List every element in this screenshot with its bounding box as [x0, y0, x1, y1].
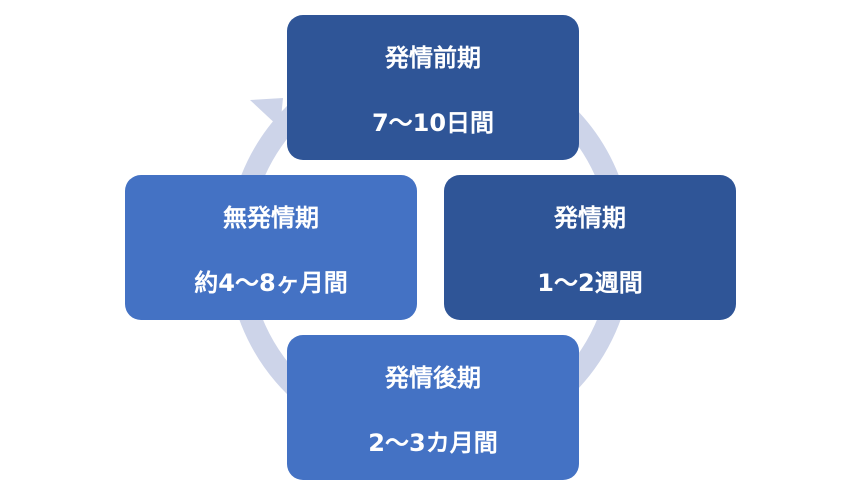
phase-title: 発情前期: [385, 43, 481, 72]
phase-duration: 2～3カ月間: [368, 428, 498, 457]
phase-title: 発情後期: [385, 363, 481, 392]
phase-diestrus: 発情後期 2～3カ月間: [287, 335, 579, 480]
phase-title: 無発情期: [223, 203, 319, 232]
phase-duration: 1～2週間: [537, 268, 643, 297]
phase-duration: 7～10日間: [371, 108, 495, 137]
phase-anestrus: 無発情期 約4～8ヶ月間: [125, 175, 417, 320]
phase-title: 発情期: [554, 203, 626, 232]
phase-duration: 約4～8ヶ月間: [194, 268, 348, 297]
phase-proestrus: 発情前期 7～10日間: [287, 15, 579, 160]
arrowhead-icon: [250, 98, 283, 128]
phase-estrus: 発情期 1～2週間: [444, 175, 736, 320]
